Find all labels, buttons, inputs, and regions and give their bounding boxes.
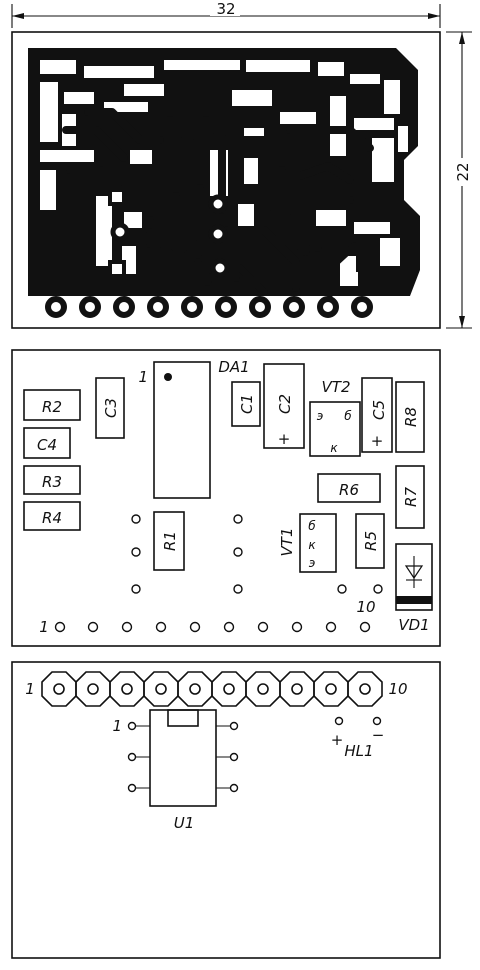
bottom-side-panel: 1 10 1 U1 + <box>11 661 441 959</box>
hl1-minus: − <box>372 726 385 744</box>
u1-label: U1 <box>174 814 195 832</box>
svg-text:R8: R8 <box>402 407 420 427</box>
width-dimension-label: 32 <box>216 0 235 18</box>
isolation-gaps <box>40 60 408 286</box>
connector-pads-copper <box>45 296 373 318</box>
svg-text:R5: R5 <box>362 531 380 551</box>
r4-component: R4 <box>23 501 81 531</box>
r3-component: R3 <box>23 465 81 495</box>
trace-gaps <box>62 108 374 292</box>
board-outline-bottom <box>11 661 441 959</box>
r1-component: R1 <box>153 511 185 571</box>
board-outline-components <box>11 349 441 647</box>
c1-component: C1 <box>231 381 261 427</box>
copper-layout-panel <box>11 31 441 329</box>
vt1-transistor: VT1 б к э <box>278 513 337 573</box>
vd1-label: VD1 <box>398 616 429 634</box>
bottom-pin1-label: 1 <box>25 680 35 698</box>
dimension-width: 32 <box>11 0 441 28</box>
component-holes <box>131 514 383 594</box>
da1-ic: 1 DA1 <box>138 358 250 499</box>
dimension-height: 22 <box>446 31 472 329</box>
svg-text:R2: R2 <box>42 398 62 416</box>
ic-pads-copper <box>108 188 230 278</box>
c5-plus: + <box>371 432 384 450</box>
svg-text:C4: C4 <box>37 436 57 454</box>
c3-component: C3 <box>95 377 125 439</box>
svg-text:C1: C1 <box>238 394 256 414</box>
u1-pin1-label: 1 <box>112 717 122 735</box>
vt2-transistor: VT2 э б к <box>309 378 361 457</box>
hl1-plus: + <box>331 731 344 749</box>
component-side-panel: R2 C4 R3 R4 C3 1 DA1 <box>11 349 441 647</box>
board-outline-copper <box>11 31 441 329</box>
svg-text:б: б <box>344 409 352 423</box>
svg-text:R4: R4 <box>42 509 62 527</box>
r8-component: R8 <box>395 381 425 453</box>
vd1-diode: VD1 <box>395 543 433 634</box>
height-dimension-label: 22 <box>454 162 472 181</box>
svg-text:к: к <box>330 441 338 455</box>
da1-pin1-label: 1 <box>138 368 148 386</box>
svg-text:б: б <box>308 519 316 533</box>
hl1-label: HL1 <box>344 742 373 760</box>
connector-pin10-label: 10 <box>356 598 375 616</box>
svg-text:C2: C2 <box>276 394 294 414</box>
copper-islands <box>238 136 380 272</box>
svg-text:R1: R1 <box>161 531 179 551</box>
svg-text:R6: R6 <box>339 481 359 499</box>
svg-text:R7: R7 <box>402 487 420 507</box>
c4-component: C4 <box>23 427 71 459</box>
r5-component: R5 <box>355 513 385 569</box>
da1-label: DA1 <box>218 358 249 376</box>
connector-octagons <box>41 671 383 707</box>
vt2-label: VT2 <box>322 378 351 396</box>
svg-text:R3: R3 <box>42 473 62 491</box>
svg-text:э: э <box>309 556 316 570</box>
connector-pin1-label: 1 <box>39 618 49 636</box>
svg-text:э: э <box>317 409 324 423</box>
hl1-led: + − HL1 <box>331 716 385 760</box>
svg-text:C3: C3 <box>102 398 120 418</box>
svg-text:к: к <box>308 538 316 552</box>
bottom-pin10-label: 10 <box>388 680 407 698</box>
vt1-label: VT1 <box>278 528 296 557</box>
svg-text:C5: C5 <box>370 400 388 420</box>
r2-component: R2 <box>23 389 81 421</box>
c2-capacitor: C2 + <box>263 363 305 449</box>
c2-plus: + <box>278 430 291 448</box>
r6-component: R6 <box>317 473 381 503</box>
u1-module: 1 U1 <box>112 709 239 832</box>
connector-holes <box>54 621 371 633</box>
c5-capacitor: C5 + <box>361 377 393 453</box>
r7-component: R7 <box>395 465 425 529</box>
